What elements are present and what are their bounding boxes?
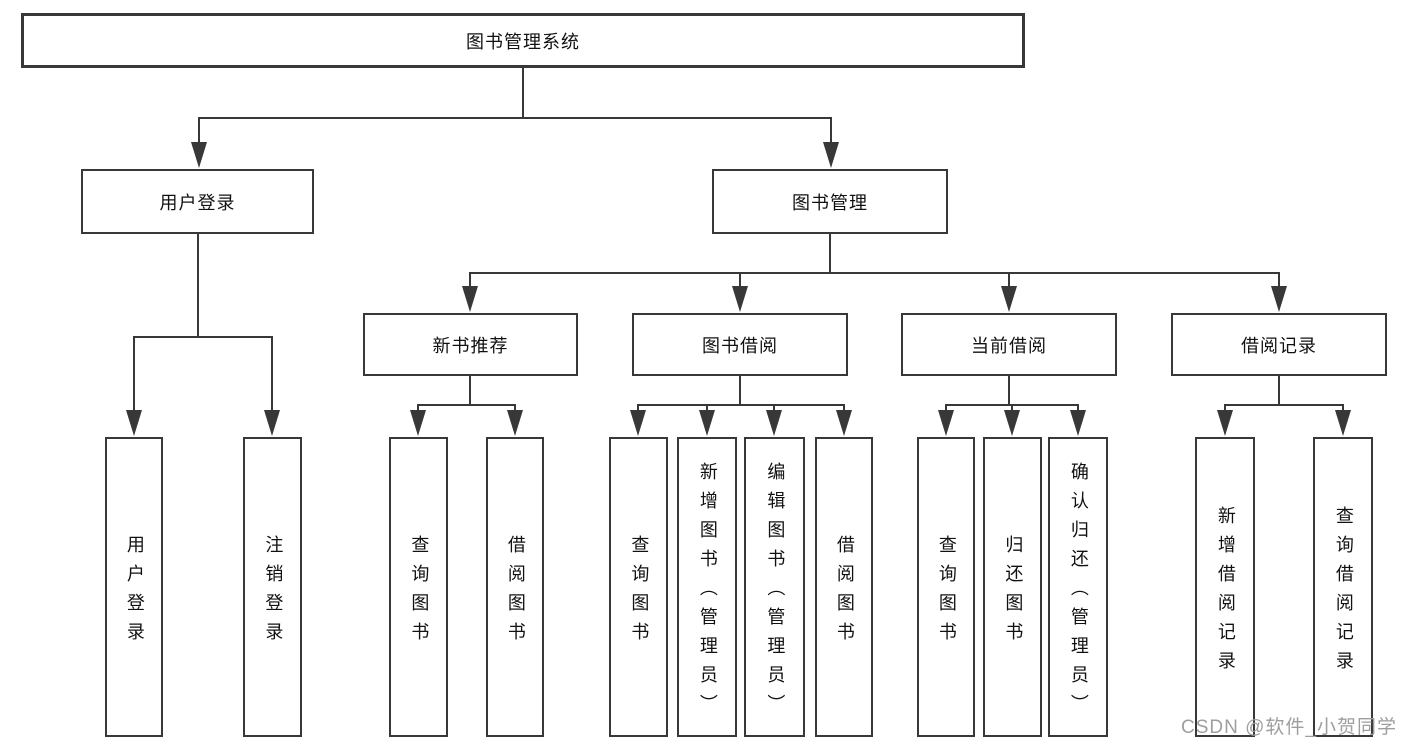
arrowhead-icons (126, 142, 1351, 436)
leaf-recommend-borrow-book: 借阅图书 (486, 437, 544, 737)
node-borrow-records: 借阅记录 (1171, 313, 1387, 376)
leaf-borrow-query-book-label: 查询图书 (629, 534, 650, 651)
leaf-records-add-record-label: 新增借阅记录 (1215, 505, 1236, 680)
leaf-current-return-book: 归还图书 (983, 437, 1042, 737)
leaf-borrow-borrow-book: 借阅图书 (815, 437, 873, 737)
node-user-login-label: 用户登录 (159, 192, 236, 213)
leaf-records-add-record: 新增借阅记录 (1195, 437, 1255, 737)
leaf-records-query-record: 查询借阅记录 (1313, 437, 1373, 737)
leaf-logout: 注销登录 (243, 437, 302, 737)
leaf-borrow-add-book-admin: 新增图书（管理员） (677, 437, 737, 737)
watermark: CSDN @软件_小贺同学 (1181, 717, 1397, 738)
leaf-logout-label: 注销登录 (263, 534, 284, 651)
leaf-user-login-label: 用户登录 (124, 534, 145, 651)
node-borrow-records-label: 借阅记录 (1241, 335, 1317, 356)
node-book-borrow-label: 图书借阅 (702, 335, 778, 356)
leaf-current-confirm-return-admin: 确认归还（管理员） (1048, 437, 1108, 737)
node-book-management-label: 图书管理 (792, 192, 868, 213)
leaf-recommend-query-book-label: 查询图书 (409, 534, 430, 651)
leaf-recommend-query-book: 查询图书 (389, 437, 448, 737)
node-current-borrow: 当前借阅 (901, 313, 1117, 376)
leaf-borrow-query-book: 查询图书 (609, 437, 668, 737)
leaf-records-query-record-label: 查询借阅记录 (1333, 505, 1354, 680)
leaf-current-return-book-label: 归还图书 (1003, 534, 1024, 651)
node-new-book-recommend-label: 新书推荐 (432, 335, 509, 356)
leaf-user-login: 用户登录 (105, 437, 163, 737)
leaf-borrow-edit-book-admin-label: 编辑图书（管理员） (765, 462, 786, 723)
leaf-borrow-borrow-book-label: 借阅图书 (834, 534, 855, 651)
leaf-current-query-book: 查询图书 (917, 437, 975, 737)
node-book-borrow: 图书借阅 (632, 313, 848, 376)
node-book-management: 图书管理 (712, 169, 948, 234)
leaf-borrow-add-book-admin-label: 新增图书（管理员） (697, 462, 718, 723)
node-user-login: 用户登录 (81, 169, 314, 234)
leaf-borrow-edit-book-admin: 编辑图书（管理员） (744, 437, 805, 737)
leaf-current-confirm-return-admin-label: 确认归还（管理员） (1068, 462, 1089, 723)
node-new-book-recommend: 新书推荐 (363, 313, 578, 376)
leaf-current-query-book-label: 查询图书 (936, 534, 957, 651)
node-current-borrow-label: 当前借阅 (971, 335, 1047, 356)
leaf-recommend-borrow-book-label: 借阅图书 (505, 534, 526, 651)
node-library-system-label: 图书管理系统 (466, 31, 580, 52)
node-library-system: 图书管理系统 (21, 13, 1025, 68)
